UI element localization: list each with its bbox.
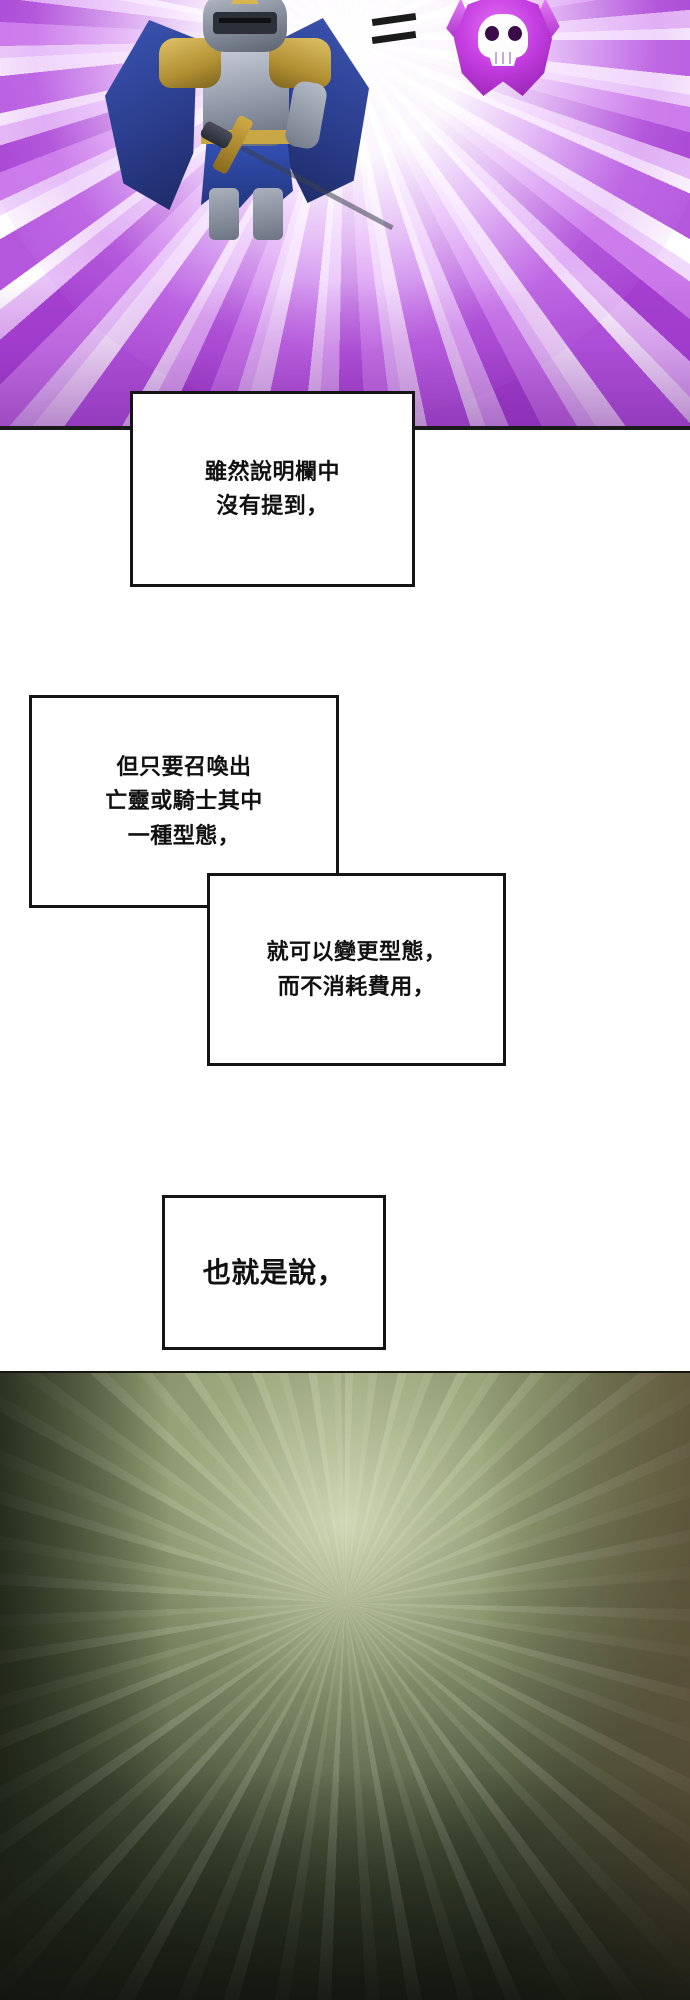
knight-leg-left: [209, 188, 239, 240]
speech-bubble-3: 就可以變更型態， 而不消耗費用，: [207, 873, 506, 1066]
speech-bubble-3-text: 就可以變更型態， 而不消耗費用，: [266, 939, 447, 999]
speech-bubble-2-text: 但只要召喚出 亡靈或騎士其中 一種型態，: [105, 754, 263, 848]
panel-olive-burst: [0, 1373, 690, 2000]
ghost-eye-right: [508, 26, 522, 41]
skull-ghost-character: [446, 0, 560, 104]
ghost-tooth: [502, 52, 504, 64]
ghost-tooth: [509, 52, 511, 64]
knight-visor: [213, 12, 277, 34]
ghost-eye-left: [485, 26, 499, 41]
knight-helmet-crest: [231, 0, 259, 4]
speech-bubble-joint: [210, 876, 336, 905]
bottom-panel-bottom-shadow: [0, 1770, 690, 2000]
knight-leg-right: [253, 188, 283, 240]
speech-bubble-1-text: 雖然說明欄中 沒有提到，: [204, 458, 340, 518]
speech-bubble-pair: 但只要召喚出 亡靈或騎士其中 一種型態， 就可以變更型態， 而不消耗費用，: [29, 695, 506, 1066]
speech-bubble-4: 也就是說，: [162, 1195, 386, 1350]
equals-sign-icon: [371, 12, 417, 50]
panel-purple-burst: [0, 0, 690, 430]
speech-bubble-4-text: 也就是說，: [202, 1256, 346, 1288]
speech-bubble-1: 雖然說明欄中 沒有提到，: [130, 391, 415, 587]
speech-bubble-2: 但只要召喚出 亡靈或騎士其中 一種型態，: [29, 695, 339, 908]
knight-visor-slit: [219, 18, 271, 23]
panel-divider-bottom: [0, 1371, 690, 1374]
sword-fuller: [241, 145, 394, 231]
ghost-tooth: [495, 52, 497, 64]
